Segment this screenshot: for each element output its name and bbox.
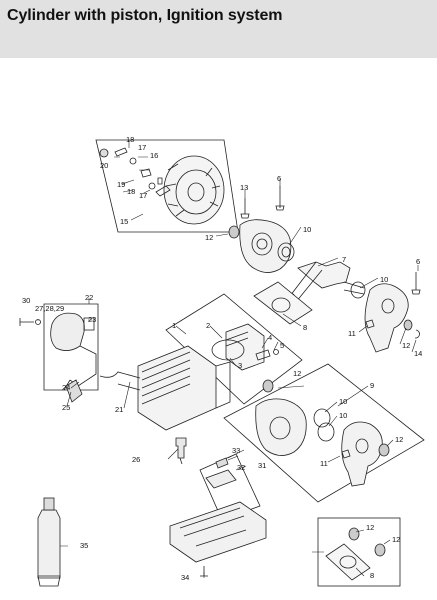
callout-26: 30 (22, 296, 30, 305)
callout-6a: 6 (277, 174, 281, 183)
screw-6a (275, 186, 285, 211)
seal-ring-12f (374, 543, 386, 557)
muffler (169, 501, 267, 563)
callout-31: 32 (237, 463, 245, 472)
group-box-crankcase (223, 363, 425, 503)
callout-10a: 10 (303, 225, 311, 234)
callout-12a: 12 (205, 233, 213, 242)
callout-5: 5 (280, 341, 284, 350)
screw-6b (411, 272, 421, 295)
callout-24: 25 (62, 403, 70, 412)
page-title: Cylinder with piston, Ignition system (7, 7, 283, 24)
callout-21: 22 (85, 293, 93, 302)
callout-3: 3 (238, 361, 242, 370)
seal-ring-12b (403, 319, 413, 331)
circlip-14 (414, 329, 420, 339)
bearing-10b (350, 281, 366, 299)
callout-27-28-29: 26 (132, 455, 140, 464)
callout-6b: 6 (416, 257, 420, 266)
circlip-5 (273, 349, 279, 355)
callout-15: 15 (120, 217, 128, 226)
callout-11b: 11 (320, 459, 328, 468)
seal-ring-12a (228, 225, 240, 239)
callout-2: 2 (206, 321, 210, 330)
callout-13: 13 (240, 183, 248, 192)
group-box-ignition (43, 303, 99, 391)
grease-tube (37, 497, 61, 587)
callout-9: 9 (370, 381, 374, 390)
crankcase-half-lower-right (341, 421, 383, 487)
callout-8b: 8 (370, 571, 374, 580)
callout-14: 14 (414, 349, 422, 358)
ignition-small-parts (99, 147, 171, 197)
dowel-11b (341, 449, 351, 459)
callout-12e: 12 (366, 523, 374, 532)
callout-30: 31 (258, 461, 266, 470)
dowel-11a (365, 319, 375, 329)
bearing-10d (317, 422, 335, 442)
piston-ring (211, 339, 245, 361)
crankcase-half-lower (255, 398, 307, 456)
header-bar: Cylinder with piston, Ignition system (0, 0, 437, 58)
callout-12f: 12 (392, 535, 400, 544)
callout-19: 20 (100, 161, 108, 170)
piston-pin (255, 349, 271, 361)
callout-8a: 8 (303, 323, 307, 332)
crankcase-half-upper (239, 219, 292, 273)
gasket-8b (325, 543, 371, 581)
bearing-10a (277, 242, 295, 262)
gasket-8a (253, 281, 313, 325)
callout-16b: 17 (139, 191, 147, 200)
callout-34: 35 (80, 541, 88, 550)
callout-10b: 10 (380, 275, 388, 284)
callout-12d: 12 (395, 435, 403, 444)
callout-18b: 19 (117, 180, 125, 189)
callout-33: 34 (181, 573, 189, 582)
piston (225, 323, 265, 371)
leader-lines (37, 140, 419, 578)
callout-4: 4 (268, 333, 272, 342)
callout-20: 21 (115, 405, 123, 414)
callout-23: 24 (62, 383, 70, 392)
callout-32: 33 (232, 446, 240, 455)
group-box-cylinder (165, 293, 303, 405)
gasket-31 (205, 469, 237, 489)
callout-17b: 18 (127, 187, 135, 196)
seal-ring-12d (378, 443, 390, 457)
screw-13 (240, 198, 250, 219)
callout-22: 23 (88, 315, 96, 324)
callout-12c: 12 (293, 369, 301, 378)
callout-16a: 16 (150, 151, 158, 160)
callout-25: 27,28,29 (35, 304, 64, 313)
callout-1: 1 (172, 321, 176, 330)
washer-25 (35, 319, 41, 325)
seal-ring-12e (348, 527, 360, 541)
bearing-10c (313, 408, 331, 428)
callout-7: 7 (342, 255, 346, 264)
crankshaft (284, 261, 365, 304)
seal-ring-12c (262, 379, 274, 393)
callout-10d: 10 (339, 411, 347, 420)
callout-18a: 18 (126, 135, 134, 144)
callout-12b: 12 (402, 341, 410, 350)
callout-17a: 17 (138, 143, 146, 152)
callout-11a: 11 (348, 329, 356, 338)
spark-plug (175, 437, 187, 465)
cylinder (137, 345, 231, 431)
callout-10c: 10 (339, 397, 347, 406)
sheet-32 (215, 457, 229, 469)
parts-diagram: 18 20 17 16 19 18 17 15 13 6 12 10 7 10 … (19, 135, 425, 587)
screw-26 (19, 318, 34, 326)
ignition-module (50, 312, 97, 391)
crankcase-half-right (364, 283, 409, 353)
flywheel-part (163, 155, 225, 225)
ignition-lead-20 (99, 371, 141, 391)
